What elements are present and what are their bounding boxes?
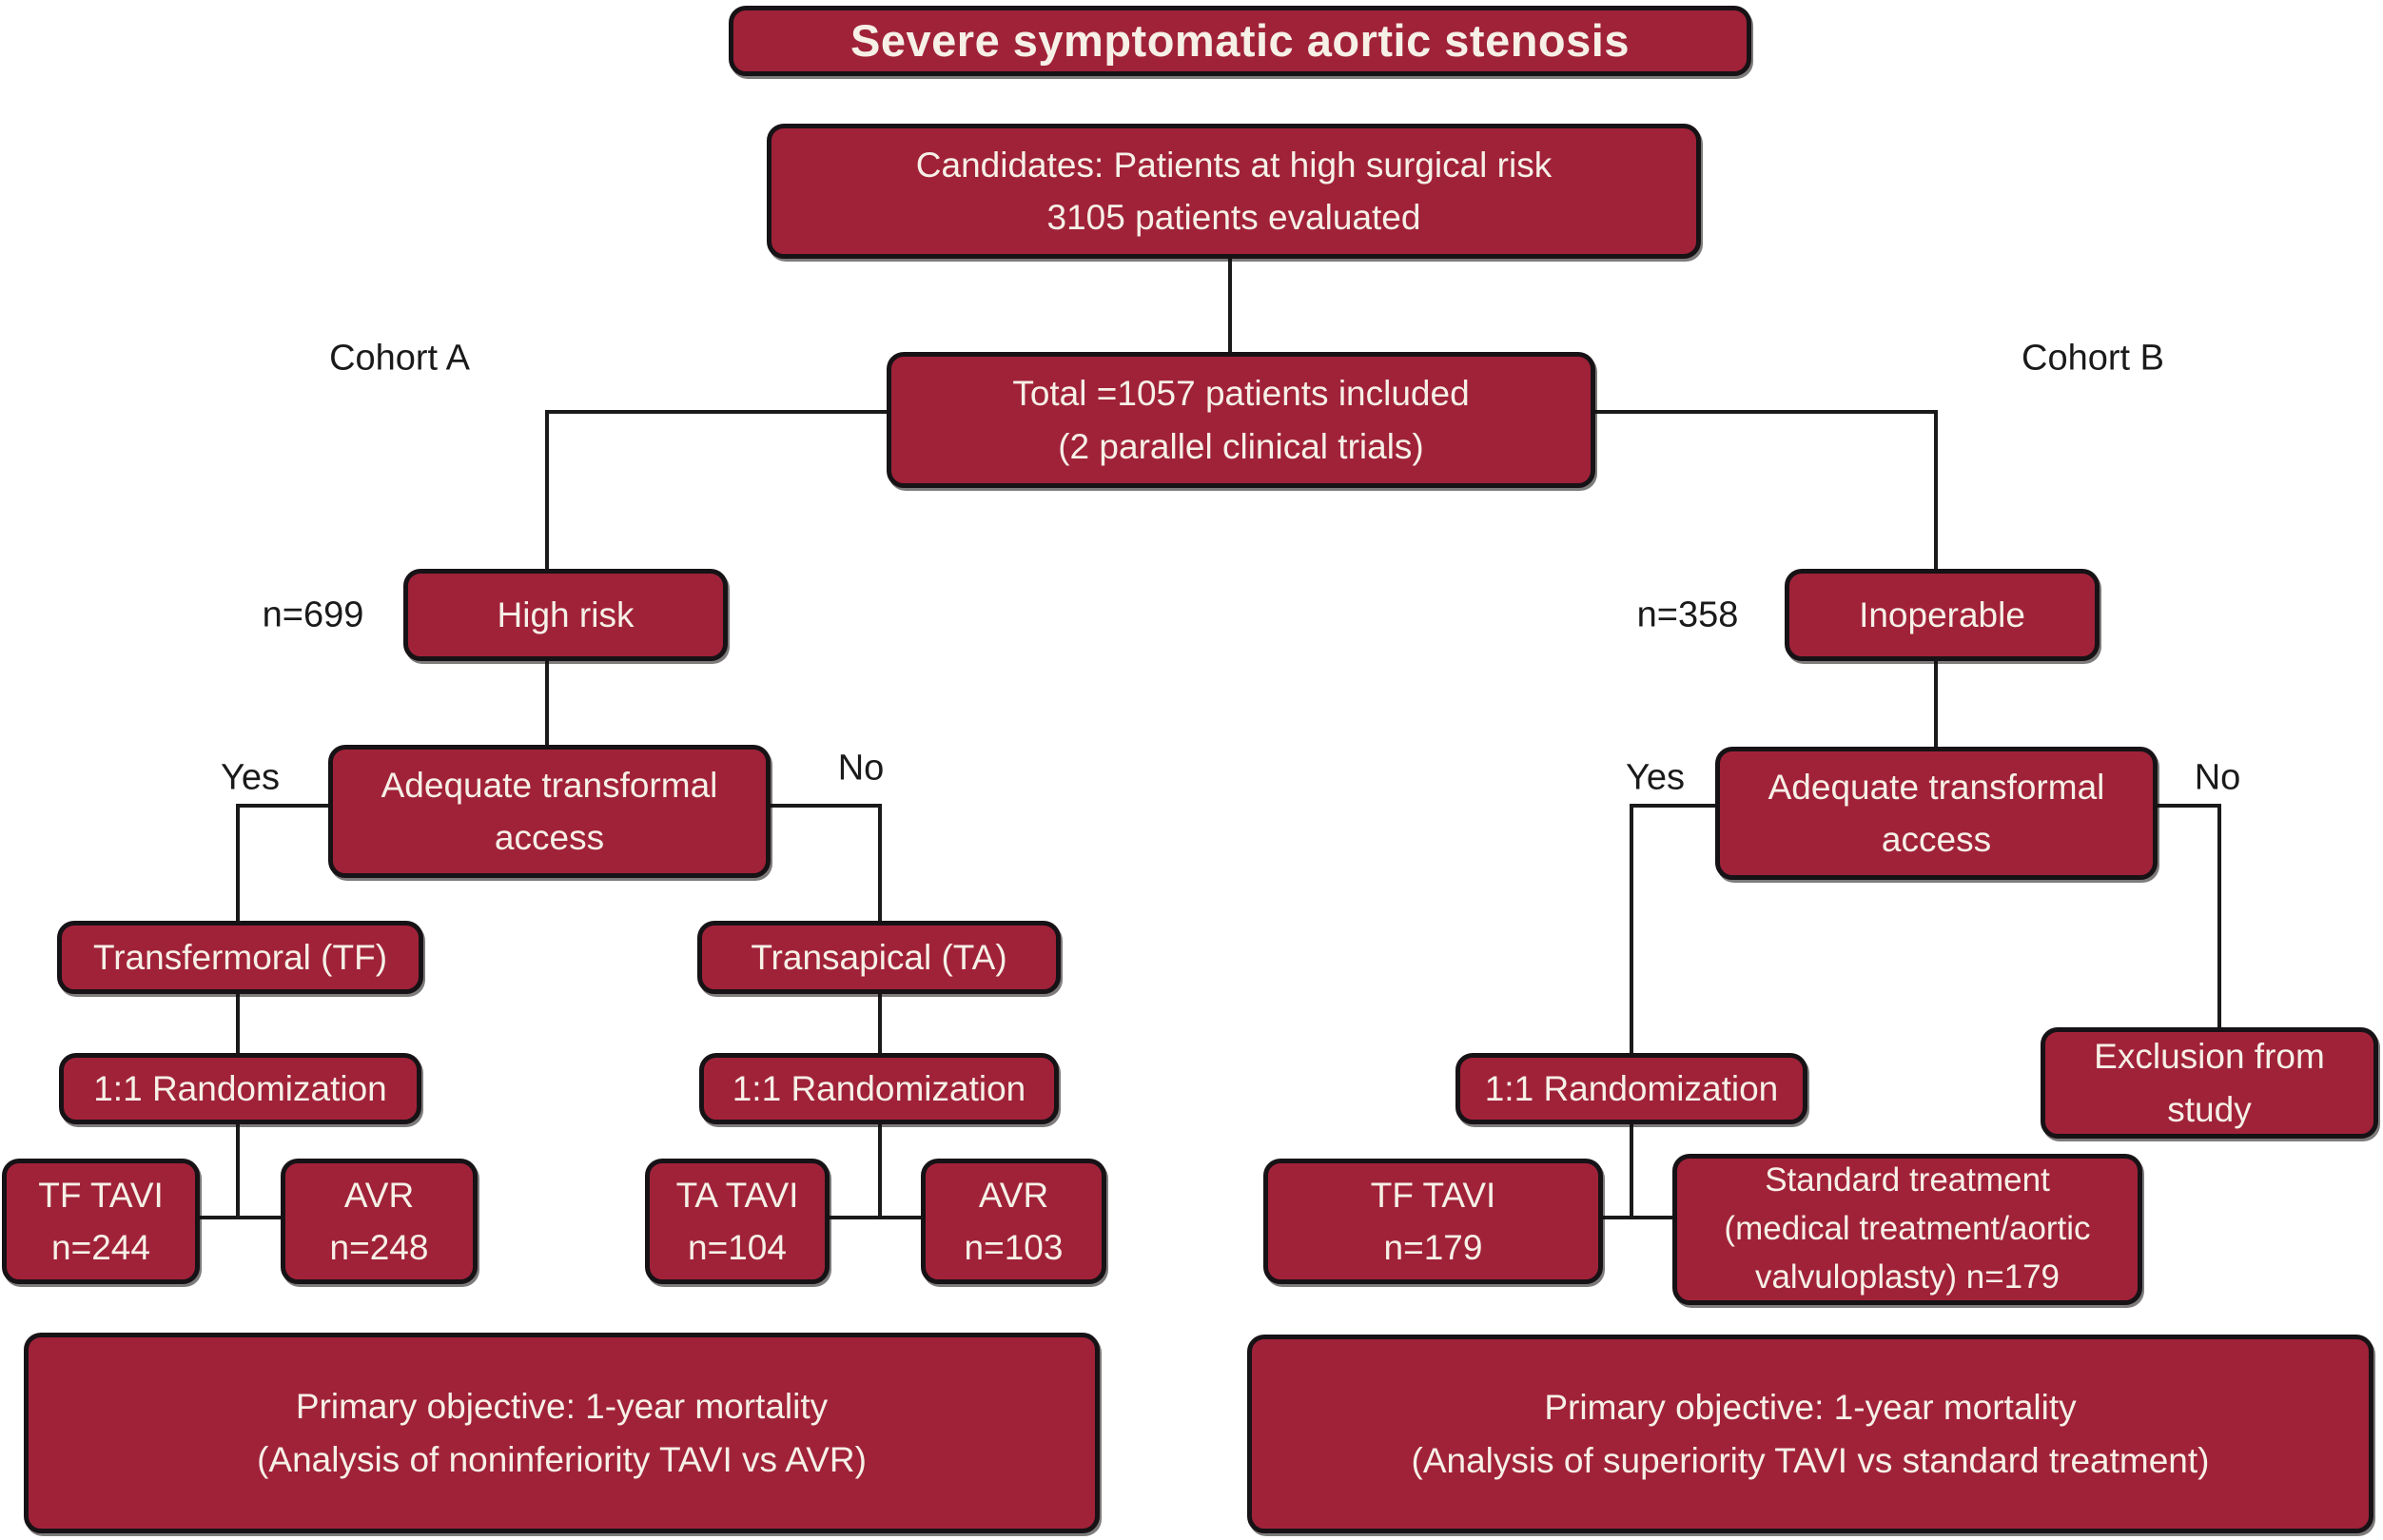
connector-yes-right-horizontal [1630,804,1717,808]
label-n-inoperable: n=358 [1636,595,1739,635]
label-no-mid: No [837,748,885,789]
node-high-risk: High risk [403,569,728,661]
connector-total-right-horizontal [1593,410,1938,414]
connector-randright-down [1630,1124,1633,1219]
node-randomization-right: 1:1 Randomization [1455,1053,1807,1124]
node-adequate-access-left: Adequate transformal access [328,745,771,878]
node-transfermoral: Transfermoral (TF) [57,921,423,994]
connector-total-right-vertical [1934,410,1938,569]
connector-yes-left-vertical [236,804,240,923]
connector-randmid-down [878,1124,882,1219]
node-tf-tavi-a: TF TAVI n=244 [2,1159,200,1284]
connector-inoperable-adequate [1934,661,1938,749]
label-n-high-risk: n=699 [262,595,364,635]
node-primary-objective-a: Primary objective: 1-year mortality (Ana… [24,1333,1100,1533]
node-avr-ta: AVR n=103 [921,1159,1106,1284]
connector-candidates-total [1228,259,1232,354]
connector-no-right-vertical [2217,804,2221,1029]
node-title-text: Severe symptomatic aortic stenosis [850,14,1630,66]
connector-highrisk-adequate [545,661,549,747]
connector-total-left-horizontal [545,410,889,414]
connector-transfermoral-randomization [236,994,240,1053]
label-cohort-b: Cohort B [2022,338,2164,379]
node-exclusion: Exclusion from study [2041,1027,2378,1139]
node-randomization-left: 1:1 Randomization [59,1053,421,1124]
node-avr-a: AVR n=248 [281,1159,478,1284]
connector-no-mid-vertical [878,804,882,923]
node-transapical: Transapical (TA) [697,921,1061,994]
connector-yes-right-vertical [1630,804,1633,1053]
node-total: Total =1057 patients included (2 paralle… [887,352,1595,488]
connector-no-mid-horizontal [769,804,882,808]
node-tf-tavi-b: TF TAVI n=179 [1263,1159,1603,1284]
label-no-right: No [2194,757,2241,798]
connector-transapical-randomization [878,994,882,1053]
node-candidates: Candidates: Patients at high surgical ri… [767,124,1701,259]
connector-randright-tee [1601,1216,1674,1219]
label-cohort-a: Cohort A [329,338,470,379]
node-primary-objective-b: Primary objective: 1-year mortality (Ana… [1247,1335,2373,1533]
label-yes-right: Yes [1626,757,1685,798]
connector-randleft-down [236,1124,240,1219]
node-standard-treatment: Standard treatment (medical treatment/ao… [1672,1154,2142,1305]
node-title: Severe symptomatic aortic stenosis [729,6,1751,76]
node-adequate-access-right: Adequate transformal access [1715,747,2158,880]
label-yes-left: Yes [221,757,280,798]
node-ta-tavi: TA TAVI n=104 [645,1159,830,1284]
node-randomization-mid: 1:1 Randomization [699,1053,1059,1124]
connector-yes-left-horizontal [236,804,330,808]
node-inoperable: Inoperable [1785,569,2100,661]
connector-total-left-vertical [545,410,549,569]
connector-randmid-tee [828,1216,923,1219]
connector-randleft-tee [198,1216,283,1219]
connector-no-right-horizontal [2156,804,2221,808]
